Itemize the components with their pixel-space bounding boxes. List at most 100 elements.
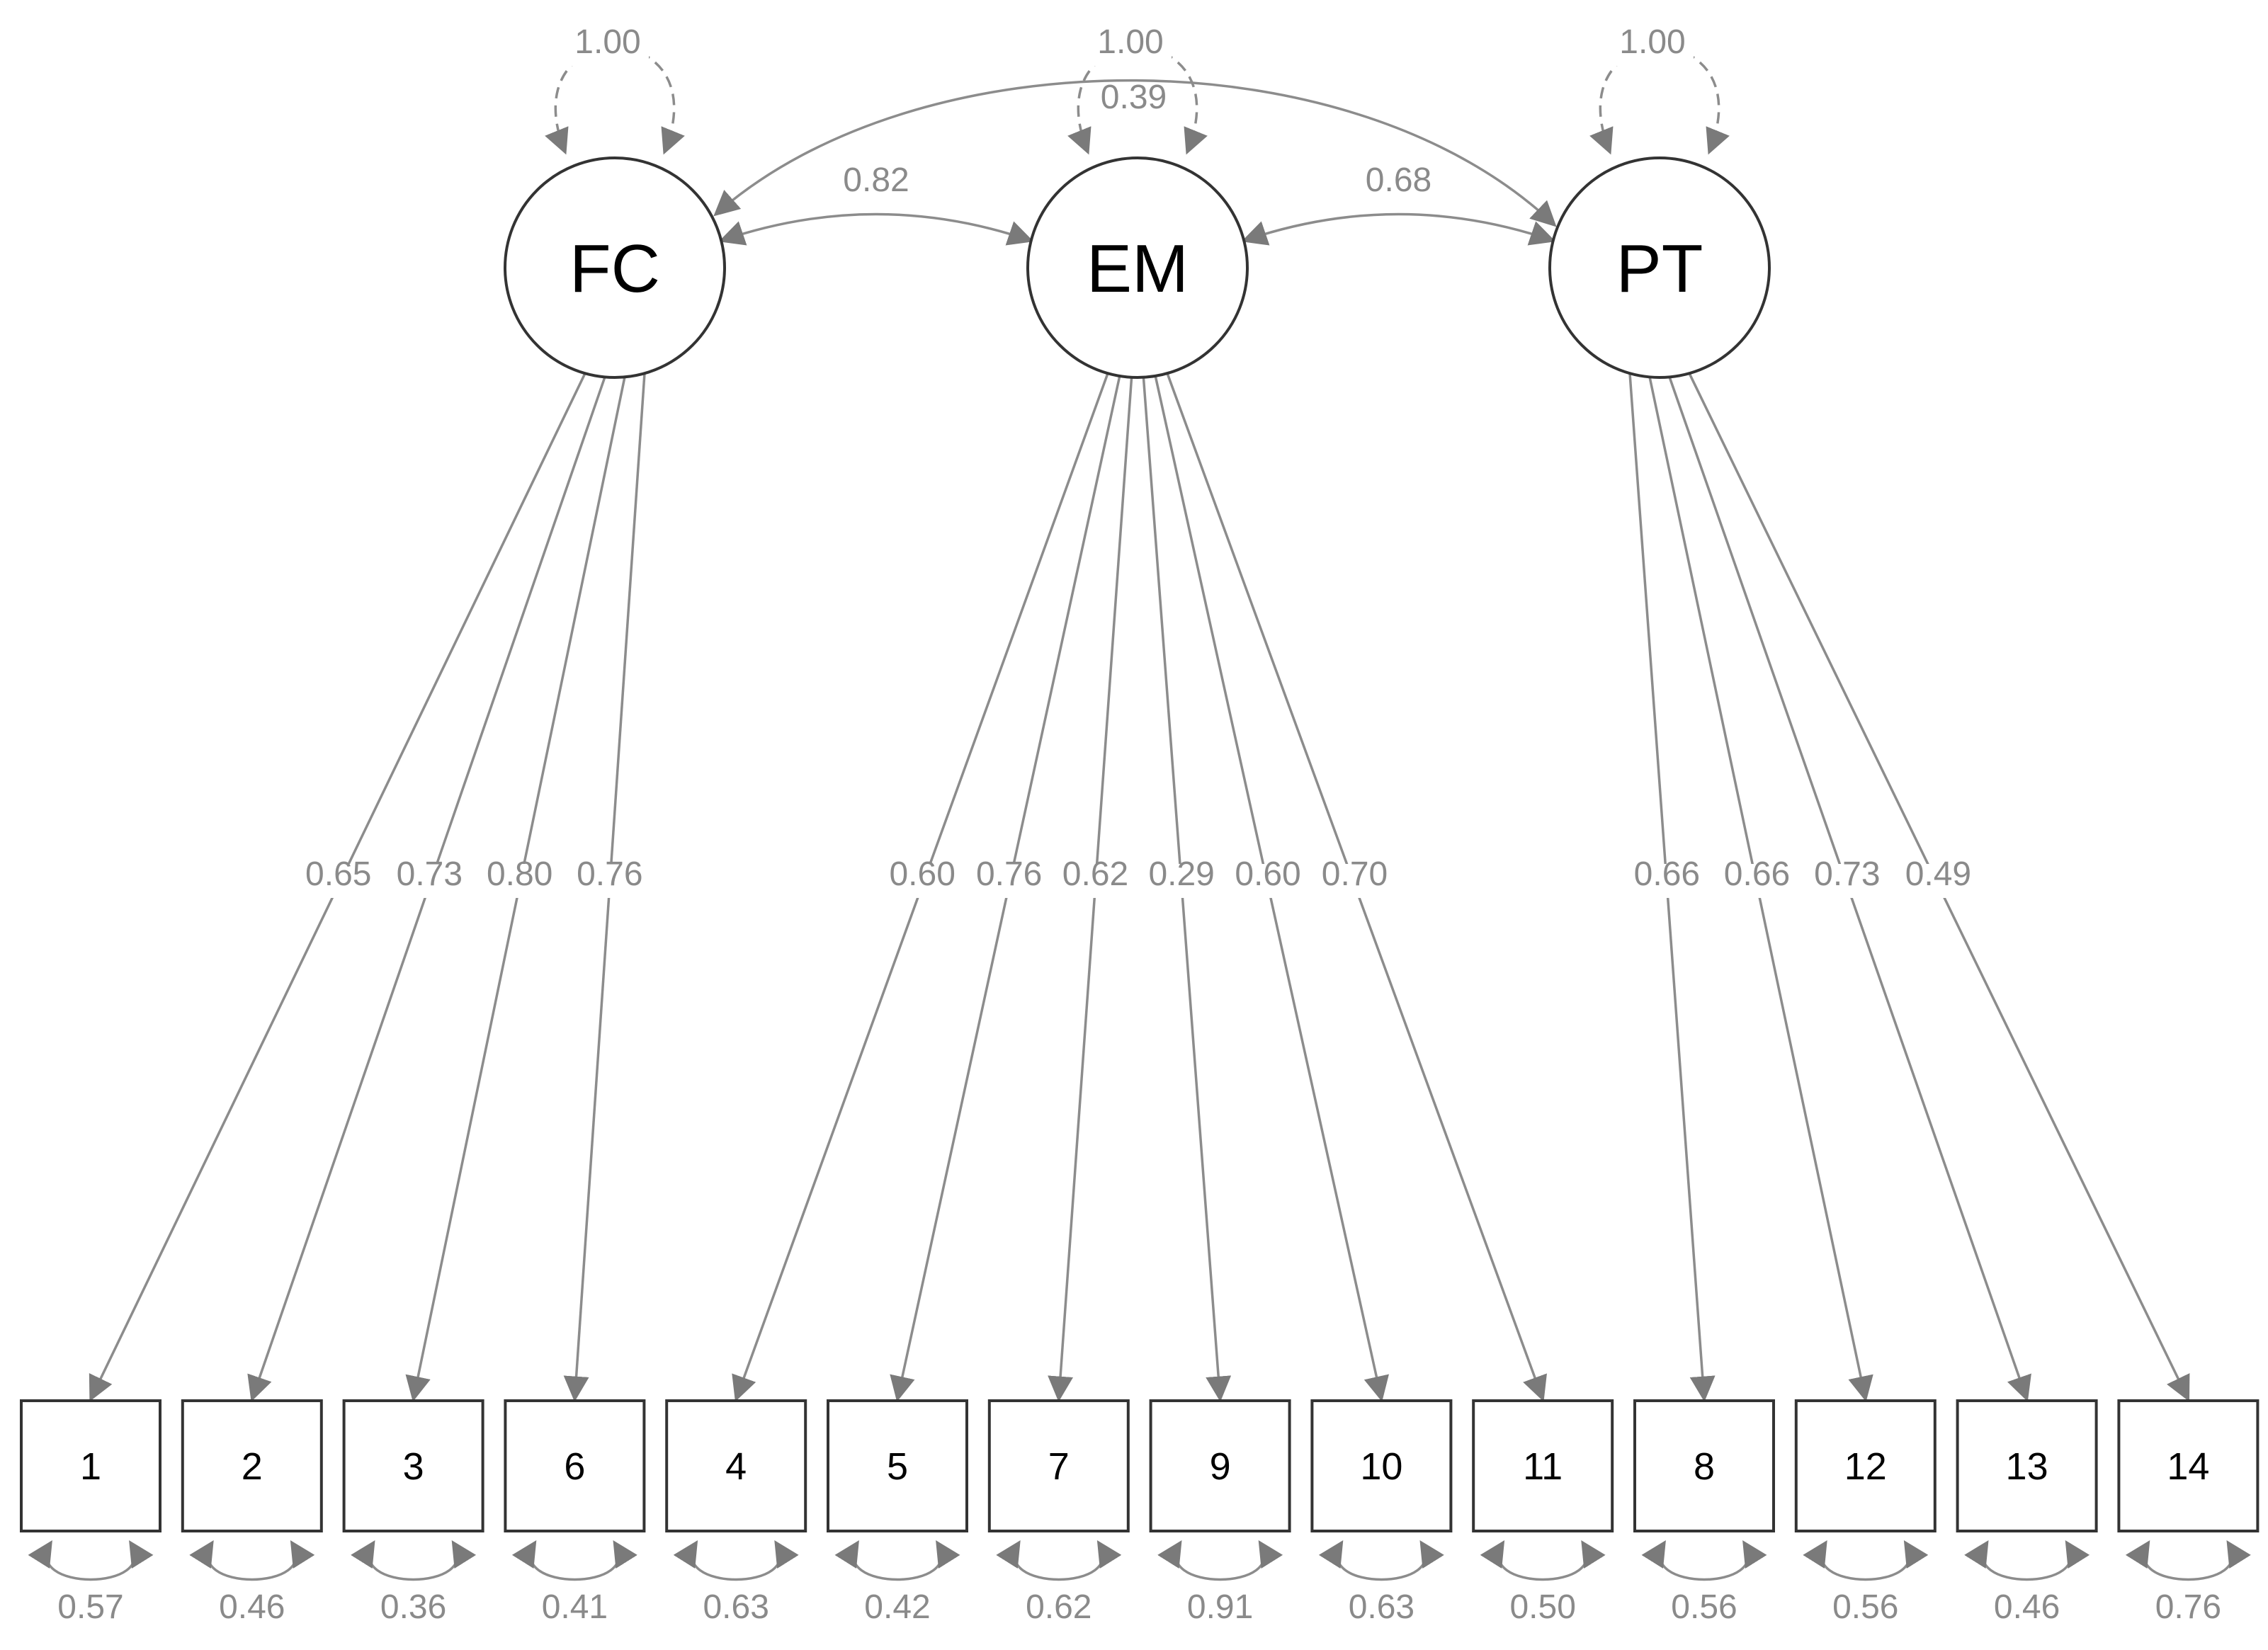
observed-node-5 bbox=[827, 1399, 968, 1532]
observed-label-2: 2 bbox=[242, 1445, 263, 1488]
observed-label-12: 12 bbox=[1844, 1445, 1887, 1488]
covariance-label-FC-PT-bg bbox=[1092, 87, 1175, 121]
loading-label-7-bg bbox=[1054, 864, 1137, 898]
observed-label-8: 8 bbox=[1694, 1445, 1715, 1488]
residual-label-1-bg bbox=[50, 1597, 132, 1631]
observed-label-11: 11 bbox=[1523, 1445, 1563, 1488]
residual-loop-2 bbox=[189, 1540, 315, 1581]
loading-label-14-bg bbox=[1897, 864, 1980, 898]
covariance-label-FC-EM-bg bbox=[835, 170, 917, 204]
covariance-arc-FC-EM bbox=[718, 212, 1034, 246]
residual-label-12: 0.56 bbox=[1832, 1588, 1898, 1626]
residual-label-2-bg bbox=[210, 1597, 293, 1631]
observed-label-7: 7 bbox=[1048, 1445, 1070, 1488]
observed-node-8 bbox=[1633, 1399, 1775, 1532]
observed-node-7 bbox=[987, 1399, 1130, 1532]
observed-label-6: 6 bbox=[564, 1445, 585, 1488]
residual-label-11-bg bbox=[1502, 1597, 1584, 1631]
residual-label-10-bg bbox=[1340, 1597, 1423, 1631]
loading-label-12: 0.66 bbox=[1724, 855, 1790, 893]
residual-label-12-bg bbox=[1824, 1597, 1907, 1631]
loading-label-4: 0.60 bbox=[889, 855, 955, 893]
loading-label-10: 0.60 bbox=[1235, 855, 1300, 893]
observed-node-12 bbox=[1794, 1399, 1937, 1532]
observed-node-11 bbox=[1472, 1399, 1614, 1532]
observed-node-2 bbox=[181, 1399, 323, 1532]
residual-loop-10 bbox=[1318, 1540, 1444, 1581]
latent-node-FC bbox=[504, 157, 726, 379]
loading-label-6: 0.76 bbox=[577, 855, 642, 893]
residual-label-9: 0.91 bbox=[1187, 1588, 1253, 1626]
observed-node-1 bbox=[20, 1399, 161, 1532]
covariance-arc-EM-PT bbox=[1241, 212, 1556, 246]
loading-label-6-bg bbox=[568, 864, 651, 898]
loading-label-11-bg bbox=[1313, 864, 1396, 898]
observed-label-3: 3 bbox=[403, 1445, 424, 1488]
residual-label-13-bg bbox=[1985, 1597, 2068, 1631]
observed-node-3 bbox=[342, 1399, 484, 1532]
observed-label-13: 13 bbox=[2006, 1445, 2048, 1488]
loading-label-14: 0.49 bbox=[1905, 855, 1971, 893]
residual-label-5-bg bbox=[856, 1597, 939, 1631]
observed-node-10 bbox=[1310, 1399, 1453, 1532]
loading-label-2-bg bbox=[388, 864, 471, 898]
loading-label-10-bg bbox=[1227, 864, 1310, 898]
observed-node-13 bbox=[1956, 1399, 2098, 1532]
residual-loop-3 bbox=[351, 1540, 477, 1581]
loading-label-7: 0.62 bbox=[1062, 855, 1128, 893]
loading-label-13-bg bbox=[1805, 864, 1888, 898]
observed-node-14 bbox=[2117, 1399, 2260, 1532]
residual-loop-14 bbox=[2125, 1540, 2251, 1581]
variance-loop-PT bbox=[1589, 46, 1730, 155]
latent-node-PT bbox=[1548, 157, 1771, 379]
residual-loop-4 bbox=[673, 1540, 799, 1581]
loading-label-1: 0.65 bbox=[305, 855, 371, 893]
residual-label-14: 0.76 bbox=[2155, 1588, 2221, 1626]
observed-label-14: 14 bbox=[2167, 1445, 2209, 1488]
variance-label-EM: 1.00 bbox=[1097, 23, 1163, 61]
residual-label-5: 0.42 bbox=[864, 1588, 930, 1626]
loading-label-8: 0.66 bbox=[1634, 855, 1700, 893]
residual-label-4-bg bbox=[695, 1597, 778, 1631]
observed-node-6 bbox=[504, 1399, 646, 1532]
loading-label-8-bg bbox=[1626, 864, 1708, 898]
residual-label-6-bg bbox=[533, 1597, 616, 1631]
loading-label-9: 0.29 bbox=[1148, 855, 1214, 893]
covariance-label-EM-PT-bg bbox=[1357, 170, 1440, 204]
covariance-label-FC-PT: 0.39 bbox=[1101, 79, 1167, 116]
loading-label-3: 0.80 bbox=[487, 855, 552, 893]
residual-label-9-bg bbox=[1179, 1597, 1261, 1631]
residual-label-3-bg bbox=[372, 1597, 455, 1631]
loading-label-9-bg bbox=[1140, 864, 1223, 898]
latent-label-FC: FC bbox=[569, 231, 660, 307]
variance-label-PT-bg bbox=[1611, 32, 1694, 66]
residual-label-1: 0.57 bbox=[57, 1588, 123, 1626]
residual-loop-6 bbox=[511, 1540, 637, 1581]
residual-label-11: 0.50 bbox=[1509, 1588, 1575, 1626]
residual-loop-11 bbox=[1480, 1540, 1606, 1581]
observed-label-5: 5 bbox=[887, 1445, 908, 1488]
variance-label-FC: 1.00 bbox=[574, 23, 640, 61]
residual-label-6: 0.41 bbox=[542, 1588, 608, 1626]
residual-label-4: 0.63 bbox=[703, 1588, 769, 1626]
covariance-label-EM-PT: 0.68 bbox=[1366, 161, 1431, 199]
residual-loop-1 bbox=[28, 1540, 154, 1581]
variance-loop-FC bbox=[545, 46, 685, 155]
residual-label-10: 0.63 bbox=[1349, 1588, 1414, 1626]
variance-label-PT: 1.00 bbox=[1619, 23, 1685, 61]
residual-label-7-bg bbox=[1017, 1597, 1100, 1631]
observed-label-4: 4 bbox=[725, 1445, 747, 1488]
observed-label-1: 1 bbox=[80, 1445, 101, 1488]
covariance-label-FC-EM: 0.82 bbox=[843, 161, 909, 199]
residual-loop-9 bbox=[1157, 1540, 1283, 1581]
variance-loop-EM bbox=[1067, 46, 1208, 155]
observed-node-9 bbox=[1149, 1399, 1291, 1532]
covariance-arc-FC-PT bbox=[713, 79, 1557, 227]
loading-label-11: 0.70 bbox=[1322, 855, 1388, 893]
residual-loop-8 bbox=[1641, 1540, 1767, 1581]
loading-label-1-bg bbox=[297, 864, 380, 898]
variance-label-FC-bg bbox=[567, 32, 649, 66]
